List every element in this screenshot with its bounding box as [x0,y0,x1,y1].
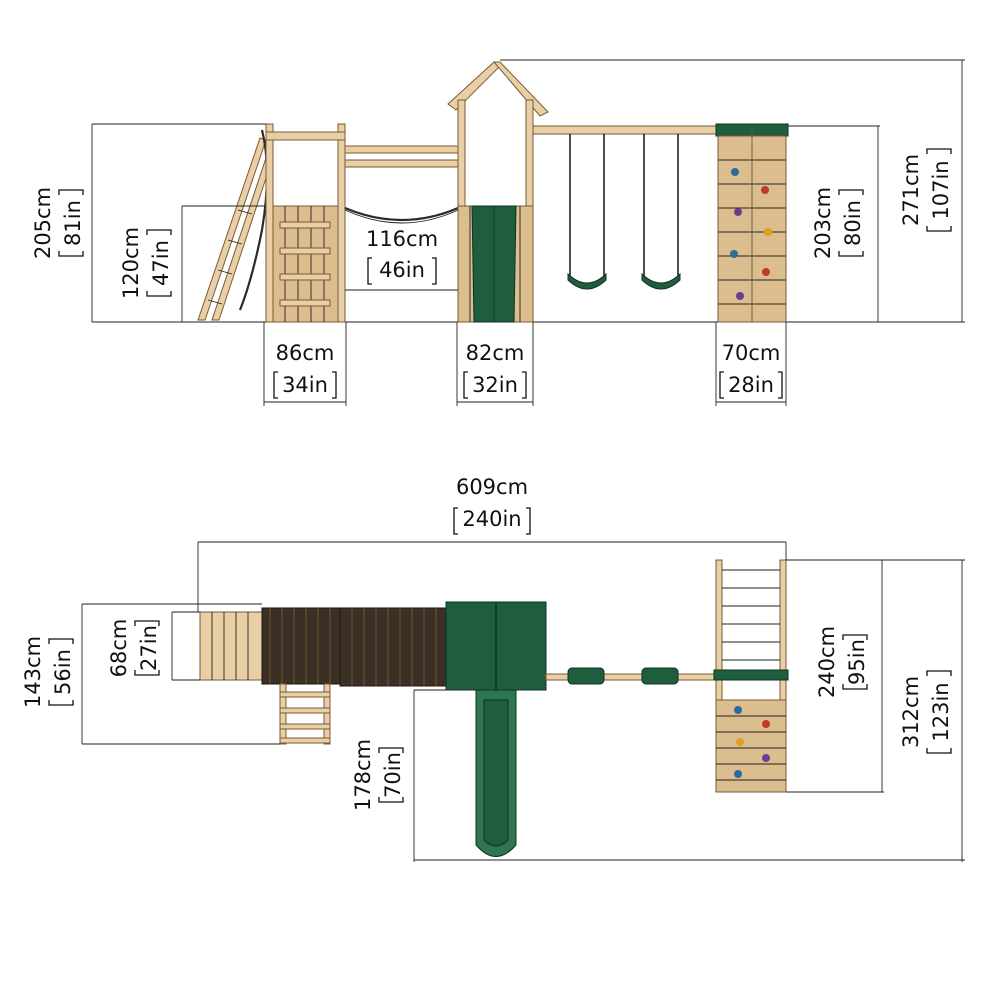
angled-ladder [197,129,273,321]
slide-top [475,689,517,857]
svg-text:143cm: 143cm [21,636,45,708]
svg-text:120cm: 120cm [119,227,143,299]
svg-text:47in: 47in [149,240,173,286]
svg-text:81in: 81in [61,200,85,246]
dim-label-203: 203cm 80in [811,187,865,259]
dim-label-116: 116cm 46in [366,227,438,285]
dim-label-120: 120cm 47in [119,227,173,299]
swing-seat-2 [641,272,681,290]
swing-beam [532,125,722,290]
svg-text:68cm: 68cm [107,619,131,678]
svg-text:27in: 27in [137,625,161,671]
svg-text:123in: 123in [929,682,953,741]
svg-text:240in: 240in [462,507,521,531]
front-view: 205cm 81in 120cm 47in 116cm 46in 86cm 34… [31,59,965,406]
svg-text:240cm: 240cm [815,626,839,698]
climbing-frame-top [713,559,789,793]
top-view: 609cm 240in 143cm 56in 68cm 27in 178cm 7… [21,475,965,862]
swing-seat-1 [567,272,607,290]
svg-text:46in: 46in [379,258,425,282]
dim-label-68: 68cm 27in [107,619,161,678]
dim-label-70-front: 70cm 28in [719,341,783,399]
svg-text:32in: 32in [472,373,518,397]
dim-label-86: 86cm 34in [273,341,337,399]
svg-text:178cm: 178cm [351,739,375,811]
slide-tower [447,61,549,323]
svg-text:70in: 70in [381,752,405,798]
svg-text:609cm: 609cm [456,475,528,499]
svg-text:271cm: 271cm [899,154,923,226]
dim-label-312: 312cm 123in [899,670,953,754]
svg-text:56in: 56in [51,649,75,695]
dim-label-271: 271cm 107in [899,148,953,232]
svg-text:82cm: 82cm [466,341,525,365]
left-tower [265,123,346,323]
rope-bridge [344,145,461,224]
dim-label-143: 143cm 56in [21,636,75,708]
dim-label-82: 82cm 32in [463,341,527,399]
svg-text:34in: 34in [282,373,328,397]
left-deck-top [199,607,341,685]
svg-text:116cm: 116cm [366,227,438,251]
climbing-wall [715,123,789,323]
svg-text:86cm: 86cm [276,341,335,365]
svg-text:203cm: 203cm [811,187,835,259]
svg-text:107in: 107in [929,160,953,219]
svg-text:205cm: 205cm [31,187,55,259]
dim-label-178: 178cm 70in [351,739,405,811]
dim-label-240-depth: 240cm 95in [815,626,869,698]
svg-text:80in: 80in [841,200,865,246]
svg-text:95in: 95in [845,639,869,685]
roof-top [445,601,547,691]
ladder-top [279,683,331,745]
swing-beam-top [545,667,717,685]
top-dimension-lines [81,541,965,862]
bridge-top [339,607,447,687]
dim-label-609: 609cm 240in [453,475,531,535]
svg-text:70cm: 70cm [722,341,781,365]
svg-text:312cm: 312cm [899,676,923,748]
front-dimension-lines [91,59,965,406]
dim-label-205: 205cm 81in [31,187,85,259]
svg-text:28in: 28in [728,373,774,397]
